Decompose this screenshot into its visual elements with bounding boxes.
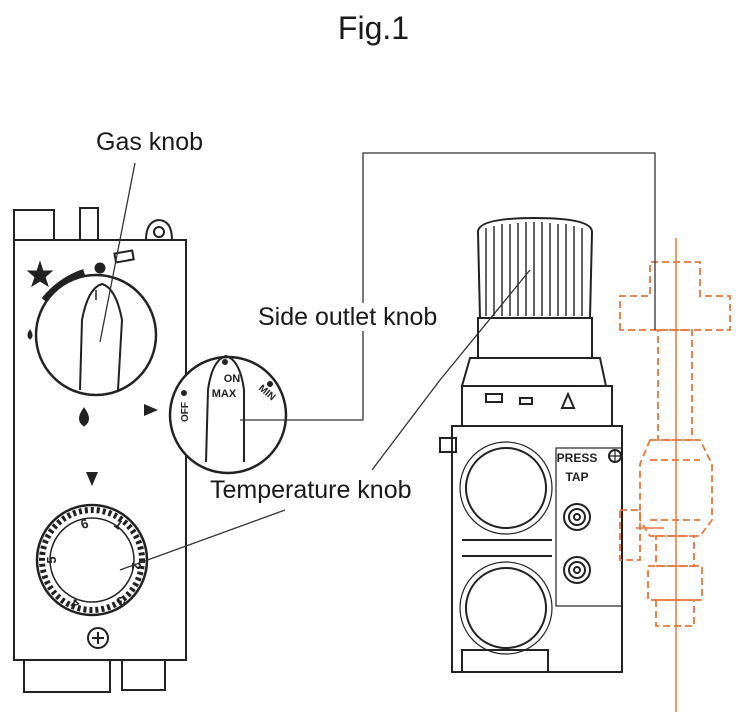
gas-valve: [439, 216, 623, 673]
press-text: PRESS: [557, 451, 598, 465]
leader-lines: [99, 152, 656, 571]
temperature-leader: [119, 509, 286, 571]
side-outlet-knob-label: Side outlet knob: [258, 303, 438, 331]
top-tab-left: [13, 209, 55, 240]
dial-number-6: 6: [78, 515, 90, 532]
gas-knob-leader: [99, 162, 136, 343]
side-outlet-connector: [240, 152, 656, 421]
side-knob-on-text: ON: [224, 373, 241, 385]
small-flame-icon: [27, 329, 33, 340]
gas-knob: [26, 260, 158, 427]
gas-knob-label: Gas knob: [96, 128, 204, 156]
dot-icon: [94, 262, 106, 274]
figure-title: Fig.1: [337, 10, 410, 46]
bottom-connector-right: [121, 660, 166, 691]
side-knob-max-text: MAX: [212, 388, 237, 400]
dial-number-2: 2: [129, 562, 144, 569]
side-outlet-leader: [371, 269, 531, 471]
orange-fitting: [619, 261, 731, 627]
arrow-down-icon: [86, 472, 98, 486]
dial-number-5: 5: [44, 556, 59, 563]
bottom-connector-left: [23, 660, 111, 693]
mount-hole-top: [153, 226, 165, 238]
orange-centerline: [636, 238, 677, 712]
temperature-knob-label: Temperature knob: [210, 476, 412, 504]
side-knob-off-text: OFF: [180, 402, 191, 422]
large-flame-icon: [79, 407, 89, 427]
top-tab-mid: [79, 207, 99, 240]
valve-knob: [476, 216, 594, 319]
pilot-star-icon: [26, 260, 54, 288]
side-knob-zoom: [168, 354, 288, 475]
indicator-slot: [113, 249, 135, 264]
screw-icon: [87, 627, 109, 649]
unit-body: [13, 239, 187, 661]
top-tab-right: [145, 218, 173, 241]
arrow-right-icon: [144, 404, 158, 416]
tap-text: TAP: [565, 470, 588, 484]
knob-collar: [477, 317, 593, 359]
